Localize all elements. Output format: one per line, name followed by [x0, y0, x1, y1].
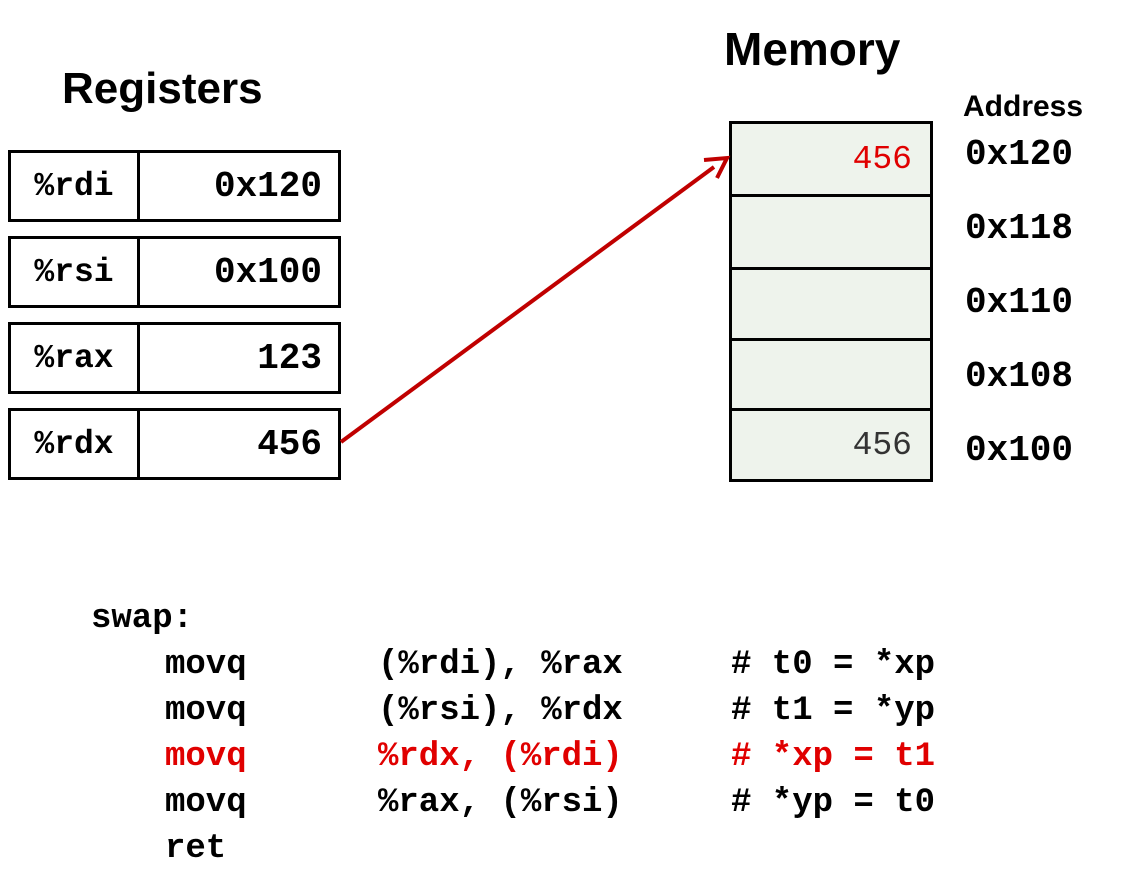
arrow-head: [703, 155, 731, 179]
register-name: %rax: [11, 325, 140, 391]
address-0x120: 0x120: [965, 134, 1074, 175]
code-args: (%rsi), %rdx: [378, 692, 623, 730]
address-0x100: 0x100: [965, 430, 1074, 471]
address-label: Address: [963, 90, 1084, 123]
code-op-highlighted: movq: [165, 738, 247, 776]
register-value: 123: [257, 337, 322, 379]
register-rdi: %rdi 0x120: [8, 150, 341, 222]
register-value: 0x100: [213, 251, 322, 293]
code-comment: # t0 = *xp: [731, 646, 936, 684]
memory-divider: [732, 338, 930, 341]
address-0x110: 0x110: [965, 282, 1074, 323]
register-name: %rsi: [11, 239, 140, 305]
code-comment: # *yp = t0: [731, 784, 936, 822]
code-args: (%rdi), %rax: [378, 646, 623, 684]
register-name: %rdx: [11, 411, 140, 477]
code-op: movq: [165, 646, 247, 684]
registers-title: Registers: [62, 64, 263, 113]
code-op: movq: [165, 784, 247, 822]
code-comment-highlighted: # *xp = t1: [731, 738, 936, 776]
code-args-highlighted: %rdx, (%rdi): [378, 738, 623, 776]
code-op: ret: [165, 830, 227, 868]
address-0x118: 0x118: [965, 208, 1074, 249]
register-value: 0x120: [213, 165, 322, 207]
register-rdx: %rdx 456: [8, 408, 341, 480]
memory-cell-0x100: 456: [852, 426, 912, 464]
memory-divider: [732, 194, 930, 197]
address-0x108: 0x108: [965, 356, 1074, 397]
memory-divider: [732, 408, 930, 411]
memory-divider: [732, 267, 930, 270]
memory-cell-0x108: [732, 341, 930, 411]
memory-cell-0x118: [732, 197, 930, 267]
register-value: 456: [257, 423, 322, 465]
code-op: movq: [165, 692, 247, 730]
register-rsi: %rsi 0x100: [8, 236, 341, 308]
memory-cell-0x120: 456: [852, 140, 912, 178]
memory-title: Memory: [724, 23, 901, 75]
register-name: %rdi: [11, 153, 140, 219]
memory-cell-0x110: [732, 270, 930, 340]
code-label: swap:: [91, 600, 194, 638]
code-comment: # t1 = *yp: [731, 692, 936, 730]
code-args: %rax, (%rsi): [378, 784, 623, 822]
register-rax: %rax 123: [8, 322, 341, 394]
memory-block: 456 456: [729, 121, 933, 482]
arrow-line: [339, 165, 716, 444]
